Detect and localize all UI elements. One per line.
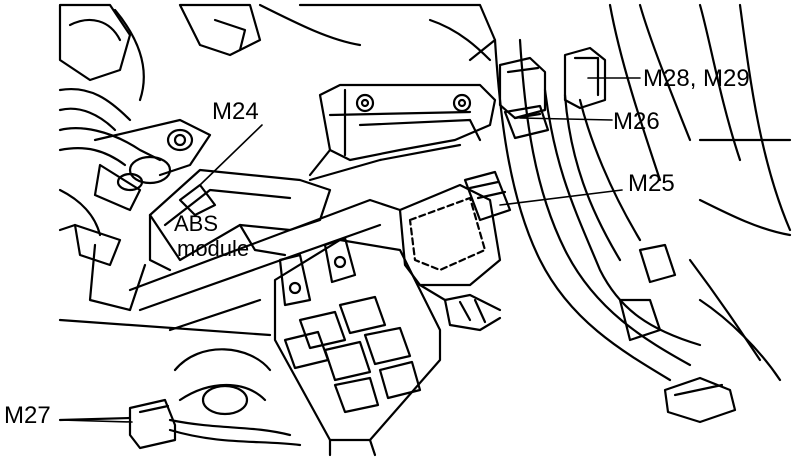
label-m27: M27	[4, 402, 51, 429]
leader-m26	[519, 117, 613, 121]
label-m25: M25	[628, 170, 675, 197]
leader-m24	[199, 124, 263, 186]
leader-lines	[59, 77, 641, 423]
m26-connector	[503, 104, 550, 140]
m25-connector-block	[398, 170, 512, 332]
leader-m25	[499, 189, 623, 206]
left-bracket-cluster	[58, 118, 272, 337]
m27-connector	[128, 398, 177, 450]
label-abs: ABS	[174, 211, 219, 236]
label-m24: M24	[212, 98, 259, 125]
bottom-left-hose	[58, 348, 302, 447]
leader-m27	[59, 419, 133, 423]
abs-module-body	[128, 168, 402, 332]
label-m28-m29: M28, M29	[643, 65, 750, 92]
bottom-right-connector	[663, 376, 737, 424]
m28-m29-connectors	[498, 46, 607, 120]
label-module: module	[177, 236, 250, 261]
label-m26: M26	[613, 108, 660, 135]
top-left-structure	[58, 3, 497, 132]
mounting-bracket	[308, 83, 497, 182]
relay-box	[273, 236, 442, 457]
